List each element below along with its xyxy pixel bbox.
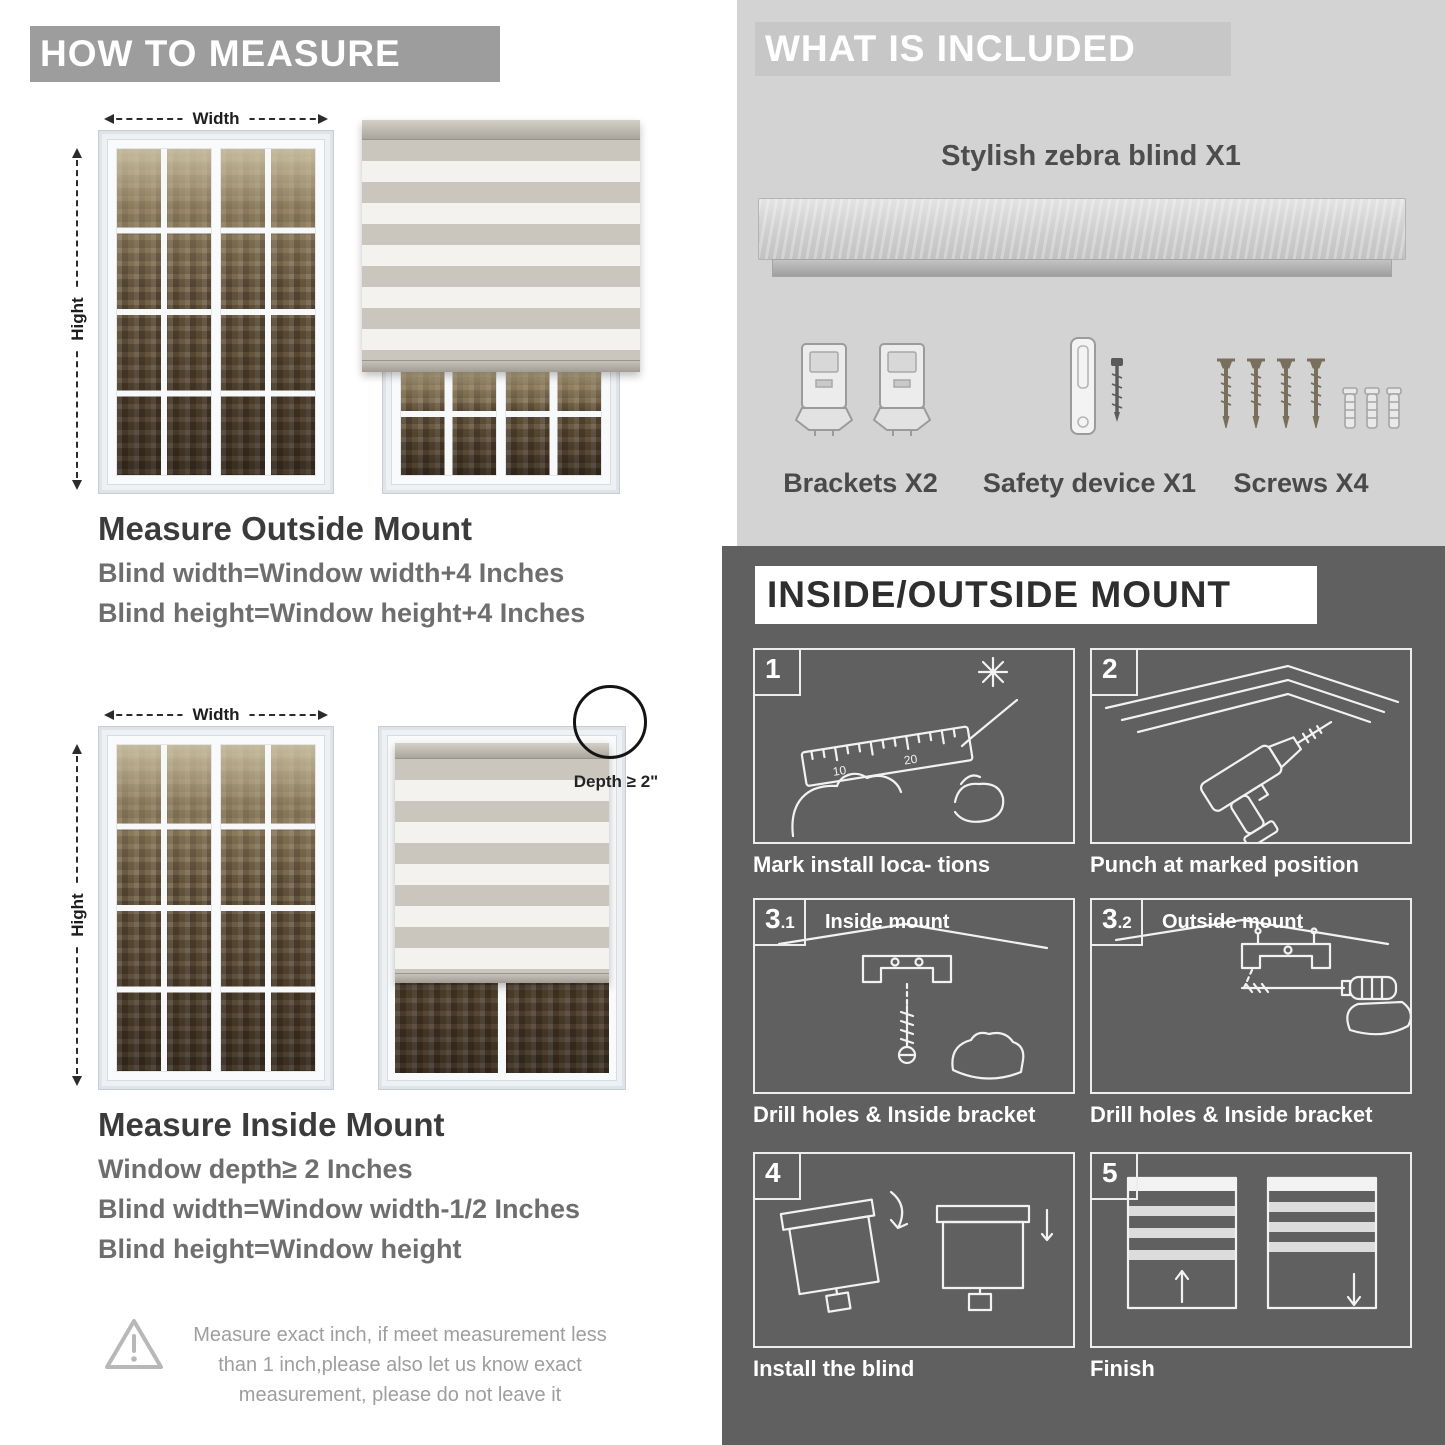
inside-mount-title: Measure Inside Mount: [98, 1106, 445, 1143]
step-3-2-panel: 3.2 Outside mount: [1090, 898, 1412, 1094]
window-sash-right: [220, 744, 316, 1072]
inside-mount-line2: Blind width=Window width-1/2 Inches: [98, 1194, 581, 1224]
step-2-caption: Punch at marked position: [1090, 852, 1359, 877]
step-1-panel: 10 20 1: [753, 648, 1075, 844]
zebra-blind: [395, 743, 609, 983]
warning-text: Measure exact inch, if meet measurement …: [193, 1324, 607, 1406]
window-sash-right: [505, 363, 602, 476]
step-number: 5: [1092, 1154, 1138, 1200]
window-illustration-inside: [98, 726, 334, 1090]
blind-stripes: [395, 759, 609, 973]
step-3-1-caption: Drill holes & Inside bracket: [753, 1102, 1036, 1127]
warning-icon: [102, 1316, 166, 1374]
safety-device-label: Safety device X1: [982, 468, 1197, 498]
window-frame: [387, 735, 617, 1081]
window-sash-left: [116, 744, 212, 1072]
step-number: 2: [1092, 650, 1138, 696]
depth-callout-circle: [573, 685, 647, 759]
step-number: 1: [755, 650, 801, 696]
step-number: 3.1: [755, 900, 806, 946]
mount-panel: [722, 546, 1445, 1445]
step-4-panel: 4: [753, 1152, 1075, 1348]
safety-device-icon: [1055, 332, 1145, 452]
blind-stripes: [362, 140, 640, 360]
window-sash-right: [220, 148, 316, 476]
zebra-blind: [362, 120, 640, 372]
how-to-measure-header: HOW TO MEASURE: [30, 26, 500, 82]
blind-cassette: [362, 120, 640, 140]
mount-header: INSIDE/OUTSIDE MOUNT: [755, 566, 1317, 624]
width-arrow: Width: [104, 703, 328, 727]
step-2-panel: 2: [1090, 648, 1412, 844]
window-sash-left: [400, 363, 497, 476]
screws-icon: [1212, 352, 1408, 456]
window-behind-blind: [382, 345, 620, 494]
height-label: Hight: [66, 883, 90, 947]
width-label: Width: [182, 107, 250, 131]
window-illustration-outside: [98, 130, 334, 494]
svg-text:20: 20: [903, 752, 919, 768]
blind-bottom-rail: [395, 973, 609, 983]
width-label: Width: [182, 703, 250, 727]
window-frame: [107, 735, 325, 1081]
headrail-illustration: [758, 198, 1406, 260]
what-is-included-header: WHAT IS INCLUDED: [755, 22, 1231, 76]
step-3-1-panel: 3.1 Inside mount: [753, 898, 1075, 1094]
step-5-panel: 5: [1090, 1152, 1412, 1348]
blind-cassette: [395, 743, 609, 759]
screws-label: Screws X4: [1233, 468, 1369, 498]
brackets-label: Brackets X2: [783, 468, 938, 498]
step-number: 4: [755, 1154, 801, 1200]
height-arrow: Hight: [66, 148, 90, 490]
step-3-2-caption: Drill holes & Inside bracket: [1090, 1102, 1373, 1127]
step-title: Inside mount: [825, 911, 950, 933]
width-arrow: Width: [104, 107, 328, 131]
height-label: Hight: [66, 287, 90, 351]
outside-mount-line1: Blind width=Window width+4 Inches: [98, 558, 565, 588]
window-frame: [107, 139, 325, 485]
step-5-caption: Finish: [1090, 1356, 1155, 1381]
inside-mount-line1: Window depth≥ 2 Inches: [98, 1154, 413, 1184]
headrail-lip: [772, 259, 1392, 277]
depth-label: Depth ≥ 2": [573, 772, 659, 791]
step-4-caption: Install the blind: [753, 1356, 915, 1381]
window-sash-left: [116, 148, 212, 476]
outside-mount-title: Measure Outside Mount: [98, 510, 473, 547]
height-arrow: Hight: [66, 744, 90, 1086]
step-title: Outside mount: [1162, 911, 1304, 933]
outside-mount-line2: Blind height=Window height+4 Inches: [98, 598, 586, 628]
blind-bottom-rail: [362, 360, 640, 372]
inside-mount-blind-illustration: [378, 726, 626, 1090]
outside-mount-blind-illustration: [362, 120, 640, 494]
window-frame: [391, 354, 611, 485]
brackets-icon: [792, 336, 942, 454]
step-1-caption: Mark install loca- tions: [753, 852, 991, 877]
included-blind-label: Stylish zebra blind X1: [941, 140, 1241, 172]
inside-mount-line3: Blind height=Window height: [98, 1234, 462, 1264]
svg-text:10: 10: [832, 763, 848, 779]
step-number: 3.2: [1092, 900, 1143, 946]
